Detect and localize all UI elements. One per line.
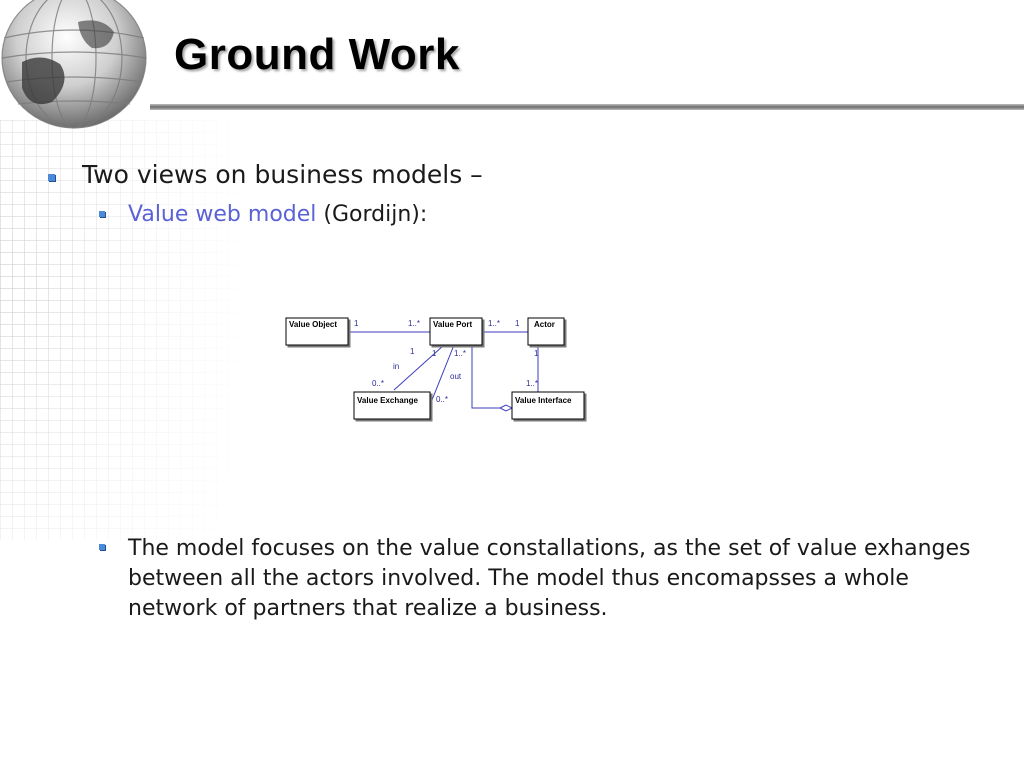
class-name-actor: Actor bbox=[534, 320, 555, 329]
mult-ve-out-exchange: 0..* bbox=[436, 395, 448, 404]
mult-ve-out-port: 1 bbox=[432, 349, 437, 358]
bullet-value-web-model: Value web model (Gordijn): bbox=[128, 202, 427, 227]
mult-actor-vi-top: 1 bbox=[534, 349, 539, 358]
mult-vo-vp-left: 1 bbox=[354, 319, 359, 328]
class-name-value-interface: Value Interface bbox=[515, 396, 572, 405]
value-web-uml-diagram: Value Object Value Port Actor Value Exch… bbox=[285, 317, 585, 420]
title-divider bbox=[150, 104, 1024, 110]
mult-vp-actor-right: 1 bbox=[515, 319, 520, 328]
mult-ve-in-port: 1 bbox=[410, 347, 415, 356]
assoc-exchange-out bbox=[431, 344, 455, 401]
class-name-value-port: Value Port bbox=[433, 320, 472, 329]
class-box-value-interface bbox=[511, 391, 585, 420]
class-name-value-object: Value Object bbox=[289, 320, 337, 329]
class-name-value-exchange: Value Exchange bbox=[357, 396, 418, 405]
assoc-port-interface bbox=[471, 345, 500, 409]
value-web-model-link[interactable]: Value web model bbox=[128, 202, 317, 227]
role-in: in bbox=[393, 362, 399, 371]
sub-bullet-marker-icon bbox=[99, 211, 105, 217]
mult-vp-vi-port: 1..* bbox=[454, 349, 466, 358]
aggregation-diamond-icon bbox=[498, 404, 514, 412]
globe-icon bbox=[1, 0, 147, 129]
mult-vo-vp-right: 1..* bbox=[408, 319, 420, 328]
class-box-actor bbox=[527, 317, 565, 346]
mult-actor-vi-bottom: 1..* bbox=[526, 379, 538, 388]
class-box-value-object bbox=[285, 317, 349, 346]
class-box-value-exchange bbox=[353, 391, 431, 420]
mult-vp-actor-left: 1..* bbox=[488, 319, 500, 328]
bullet-model-description: The model focuses on the value constalla… bbox=[128, 536, 971, 621]
bullet-two-views: Two views on business models – bbox=[82, 160, 483, 189]
mult-ve-in-exchange: 0..* bbox=[372, 379, 384, 388]
class-box-value-port bbox=[429, 317, 483, 346]
role-out: out bbox=[450, 372, 462, 381]
slide-title: Ground Work bbox=[174, 30, 460, 79]
gordijn-reference: (Gordijn): bbox=[316, 202, 428, 227]
bullet-marker-icon bbox=[48, 174, 55, 181]
assoc-exchange-in bbox=[393, 344, 445, 391]
sub-bullet-marker-icon bbox=[99, 544, 105, 550]
